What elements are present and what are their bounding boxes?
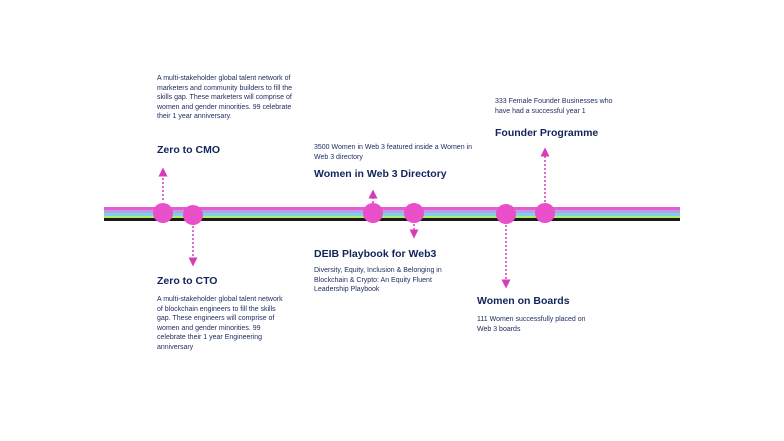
milestone-description-zero-to-cmo: A multi-stakeholder global talent networ… <box>157 75 292 121</box>
timeline-stripe-pink <box>104 207 680 210</box>
milestone-title-founder-programme: Founder Programme <box>495 127 599 139</box>
milestone-title-zero-to-cto: Zero to CTO <box>157 275 218 287</box>
milestone-title-deib-playbook: DEIB Playbook for Web3 <box>314 248 437 260</box>
milestone-description-founder-programme: 333 Female Founder Businesses who have h… <box>495 98 613 115</box>
timeline-stripe-lime <box>104 216 680 218</box>
timeline-stripe-cyan <box>104 213 680 216</box>
milestone-title-women-in-web3-directory: Women in Web 3 Directory <box>314 168 447 180</box>
node-zero-to-cmo <box>153 203 173 223</box>
timeline-stripe-black <box>104 218 680 221</box>
node-women-on-boards <box>496 204 516 224</box>
node-founder-programme <box>535 203 555 223</box>
timeline-stripe-lavender <box>104 210 680 213</box>
milestone-description-zero-to-cto: A multi-stakeholder global talent networ… <box>157 296 283 351</box>
node-women-in-web3-directory <box>363 203 383 223</box>
milestone-description-women-in-web3-directory: 3500 Women in Web 3 featured inside a Wo… <box>314 144 472 161</box>
milestone-description-women-on-boards: 111 Women successfully placed on Web 3 b… <box>477 316 586 333</box>
milestone-description-deib-playbook: Diversity, Equity, Inclusion & Belonging… <box>314 267 442 294</box>
milestone-title-zero-to-cmo: Zero to CMO <box>157 144 220 156</box>
node-zero-to-cto <box>183 205 203 225</box>
node-deib-playbook <box>404 203 424 223</box>
milestone-title-women-on-boards: Women on Boards <box>477 295 570 307</box>
